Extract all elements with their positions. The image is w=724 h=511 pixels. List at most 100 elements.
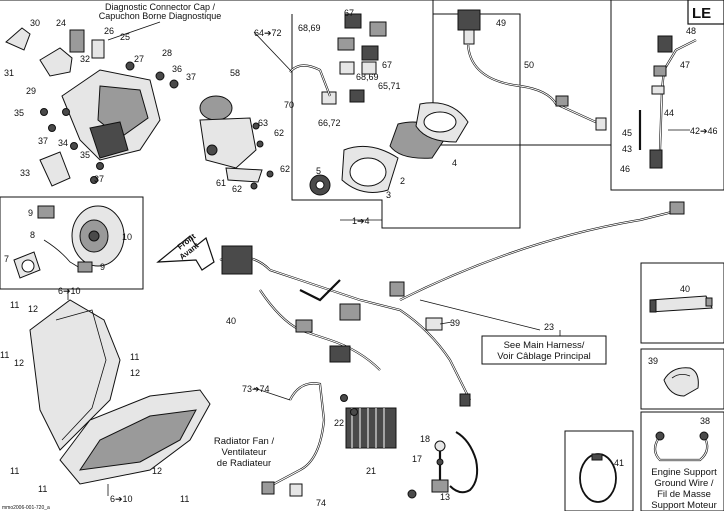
part-number: 63 bbox=[258, 118, 268, 128]
relay-part bbox=[344, 13, 362, 29]
relay-part bbox=[361, 61, 377, 75]
part-number: 68,69 bbox=[298, 23, 321, 33]
part-number: 48 bbox=[686, 26, 696, 36]
socket-boot-part bbox=[37, 205, 55, 219]
corner-tag-box bbox=[687, 0, 724, 25]
part-number: 46 bbox=[620, 164, 630, 174]
part-number: 11 bbox=[130, 352, 139, 362]
connector-plug-part bbox=[657, 35, 673, 53]
part-number: 23 bbox=[544, 322, 554, 332]
part-number: 6➔10 bbox=[58, 286, 81, 296]
part-number: 10 bbox=[122, 232, 132, 242]
cable-tie bbox=[579, 453, 617, 503]
front-direction-arrow: Front Avant bbox=[156, 232, 215, 271]
harness-connector-part bbox=[295, 319, 313, 333]
diagnostic-cap-part bbox=[5, 27, 31, 51]
part-number: 11 bbox=[0, 350, 9, 360]
part-number: 11 bbox=[10, 466, 19, 476]
part-number: 65,71 bbox=[378, 81, 401, 91]
part-number: 68,69 bbox=[356, 72, 379, 82]
connector-block-part bbox=[69, 29, 85, 53]
headlight-bulb-frame bbox=[0, 196, 144, 290]
part-number: 67 bbox=[382, 60, 392, 70]
part-number: 70 bbox=[284, 100, 294, 110]
part-number: 61 bbox=[216, 178, 226, 188]
part-number: 45 bbox=[622, 128, 632, 138]
actuator-body-part bbox=[199, 117, 257, 169]
part-number: 11 bbox=[180, 494, 189, 504]
main-wiring-harness bbox=[219, 201, 685, 407]
bolt-part bbox=[125, 61, 135, 71]
main-harness-note-box bbox=[481, 335, 607, 365]
part-number: 37 bbox=[186, 72, 196, 82]
power-socket-assembly bbox=[457, 9, 607, 131]
footer-code: mmo2006-001-720_a bbox=[2, 505, 50, 511]
note-radiator-fan-line3: de Radiateur bbox=[217, 458, 271, 469]
part-number: 64➔72 bbox=[254, 28, 282, 38]
harness-connector-part bbox=[329, 345, 351, 363]
note-main-harness-line2: Voir Câblage Principal bbox=[497, 351, 590, 362]
ground-wire-part bbox=[653, 431, 709, 462]
part-number: 6➔10 bbox=[110, 494, 133, 504]
radiator-fan-wire bbox=[261, 382, 326, 497]
part-number: 27 bbox=[134, 54, 144, 64]
part-number: 12 bbox=[130, 368, 140, 378]
bolt-part bbox=[62, 108, 70, 116]
bracket-lower-part bbox=[89, 121, 129, 159]
harness-connector-part bbox=[339, 303, 361, 321]
part-number: 7 bbox=[4, 254, 9, 264]
bolt-part bbox=[40, 108, 48, 116]
part-number: 9 bbox=[28, 208, 33, 218]
part-number: 28 bbox=[162, 48, 172, 58]
relay-part bbox=[369, 21, 387, 37]
part-number: 8 bbox=[30, 230, 35, 240]
part-number: 40 bbox=[680, 284, 690, 294]
part-number: 38 bbox=[700, 416, 710, 426]
connector-39-part bbox=[425, 317, 443, 331]
note-radiator-fan-line1: Radiator Fan / bbox=[214, 436, 275, 447]
diag-cap-note: Diagnostic Connector Cap / Capuchon Born… bbox=[99, 2, 222, 41]
note-ground-wire-line4: Support Moteur bbox=[651, 500, 716, 511]
bolt-part bbox=[48, 124, 56, 132]
diagnostic-plug-part bbox=[39, 151, 71, 187]
part-number: 58 bbox=[230, 68, 240, 78]
part-number: 18 bbox=[420, 434, 430, 444]
relay-part bbox=[337, 37, 355, 51]
part-number: 66,72 bbox=[318, 118, 341, 128]
note-diag-cap-line1: Diagnostic Connector Cap / bbox=[105, 2, 216, 12]
bolt-part bbox=[70, 142, 78, 150]
part-number: 47 bbox=[680, 60, 690, 70]
part-number: 21 bbox=[366, 466, 376, 476]
cable-tie-box bbox=[564, 430, 634, 511]
socket-body-part bbox=[463, 29, 475, 45]
actuator-gear-part bbox=[206, 144, 218, 156]
part-number: 43 bbox=[622, 144, 632, 154]
relay-part bbox=[361, 45, 379, 61]
part-number: 39 bbox=[648, 356, 658, 366]
connector-block-part bbox=[91, 39, 105, 59]
part-number: 37 bbox=[94, 174, 104, 184]
part-number: 67 bbox=[344, 8, 354, 18]
part-number: 50 bbox=[524, 60, 534, 70]
part-number: 13 bbox=[440, 492, 450, 502]
diagnostic-bracket-assembly bbox=[5, 27, 179, 187]
part-number: 35 bbox=[80, 150, 90, 160]
part-number: 1➔4 bbox=[352, 216, 370, 226]
part-number: 62 bbox=[274, 128, 284, 138]
main-harness-note: See Main Harness/ Voir Câblage Principal bbox=[497, 340, 590, 362]
note-diag-cap-line2: Capuchon Borne Diagnostique bbox=[99, 11, 222, 21]
note-ground-wire-line1: Engine Support bbox=[651, 467, 717, 478]
left-headlight-assemblies bbox=[29, 299, 211, 485]
actuator-assembly bbox=[199, 95, 274, 190]
wire-clip bbox=[663, 367, 699, 397]
socket-part bbox=[457, 9, 481, 31]
connector-frame bbox=[610, 0, 724, 191]
part-number: 9 bbox=[100, 262, 105, 272]
grease-tube bbox=[649, 295, 713, 313]
part-number: 62 bbox=[280, 164, 290, 174]
part-number: 49 bbox=[496, 18, 506, 28]
bolt-part bbox=[96, 162, 104, 170]
bolt-part bbox=[90, 176, 98, 184]
part-number: 11 bbox=[38, 484, 47, 494]
